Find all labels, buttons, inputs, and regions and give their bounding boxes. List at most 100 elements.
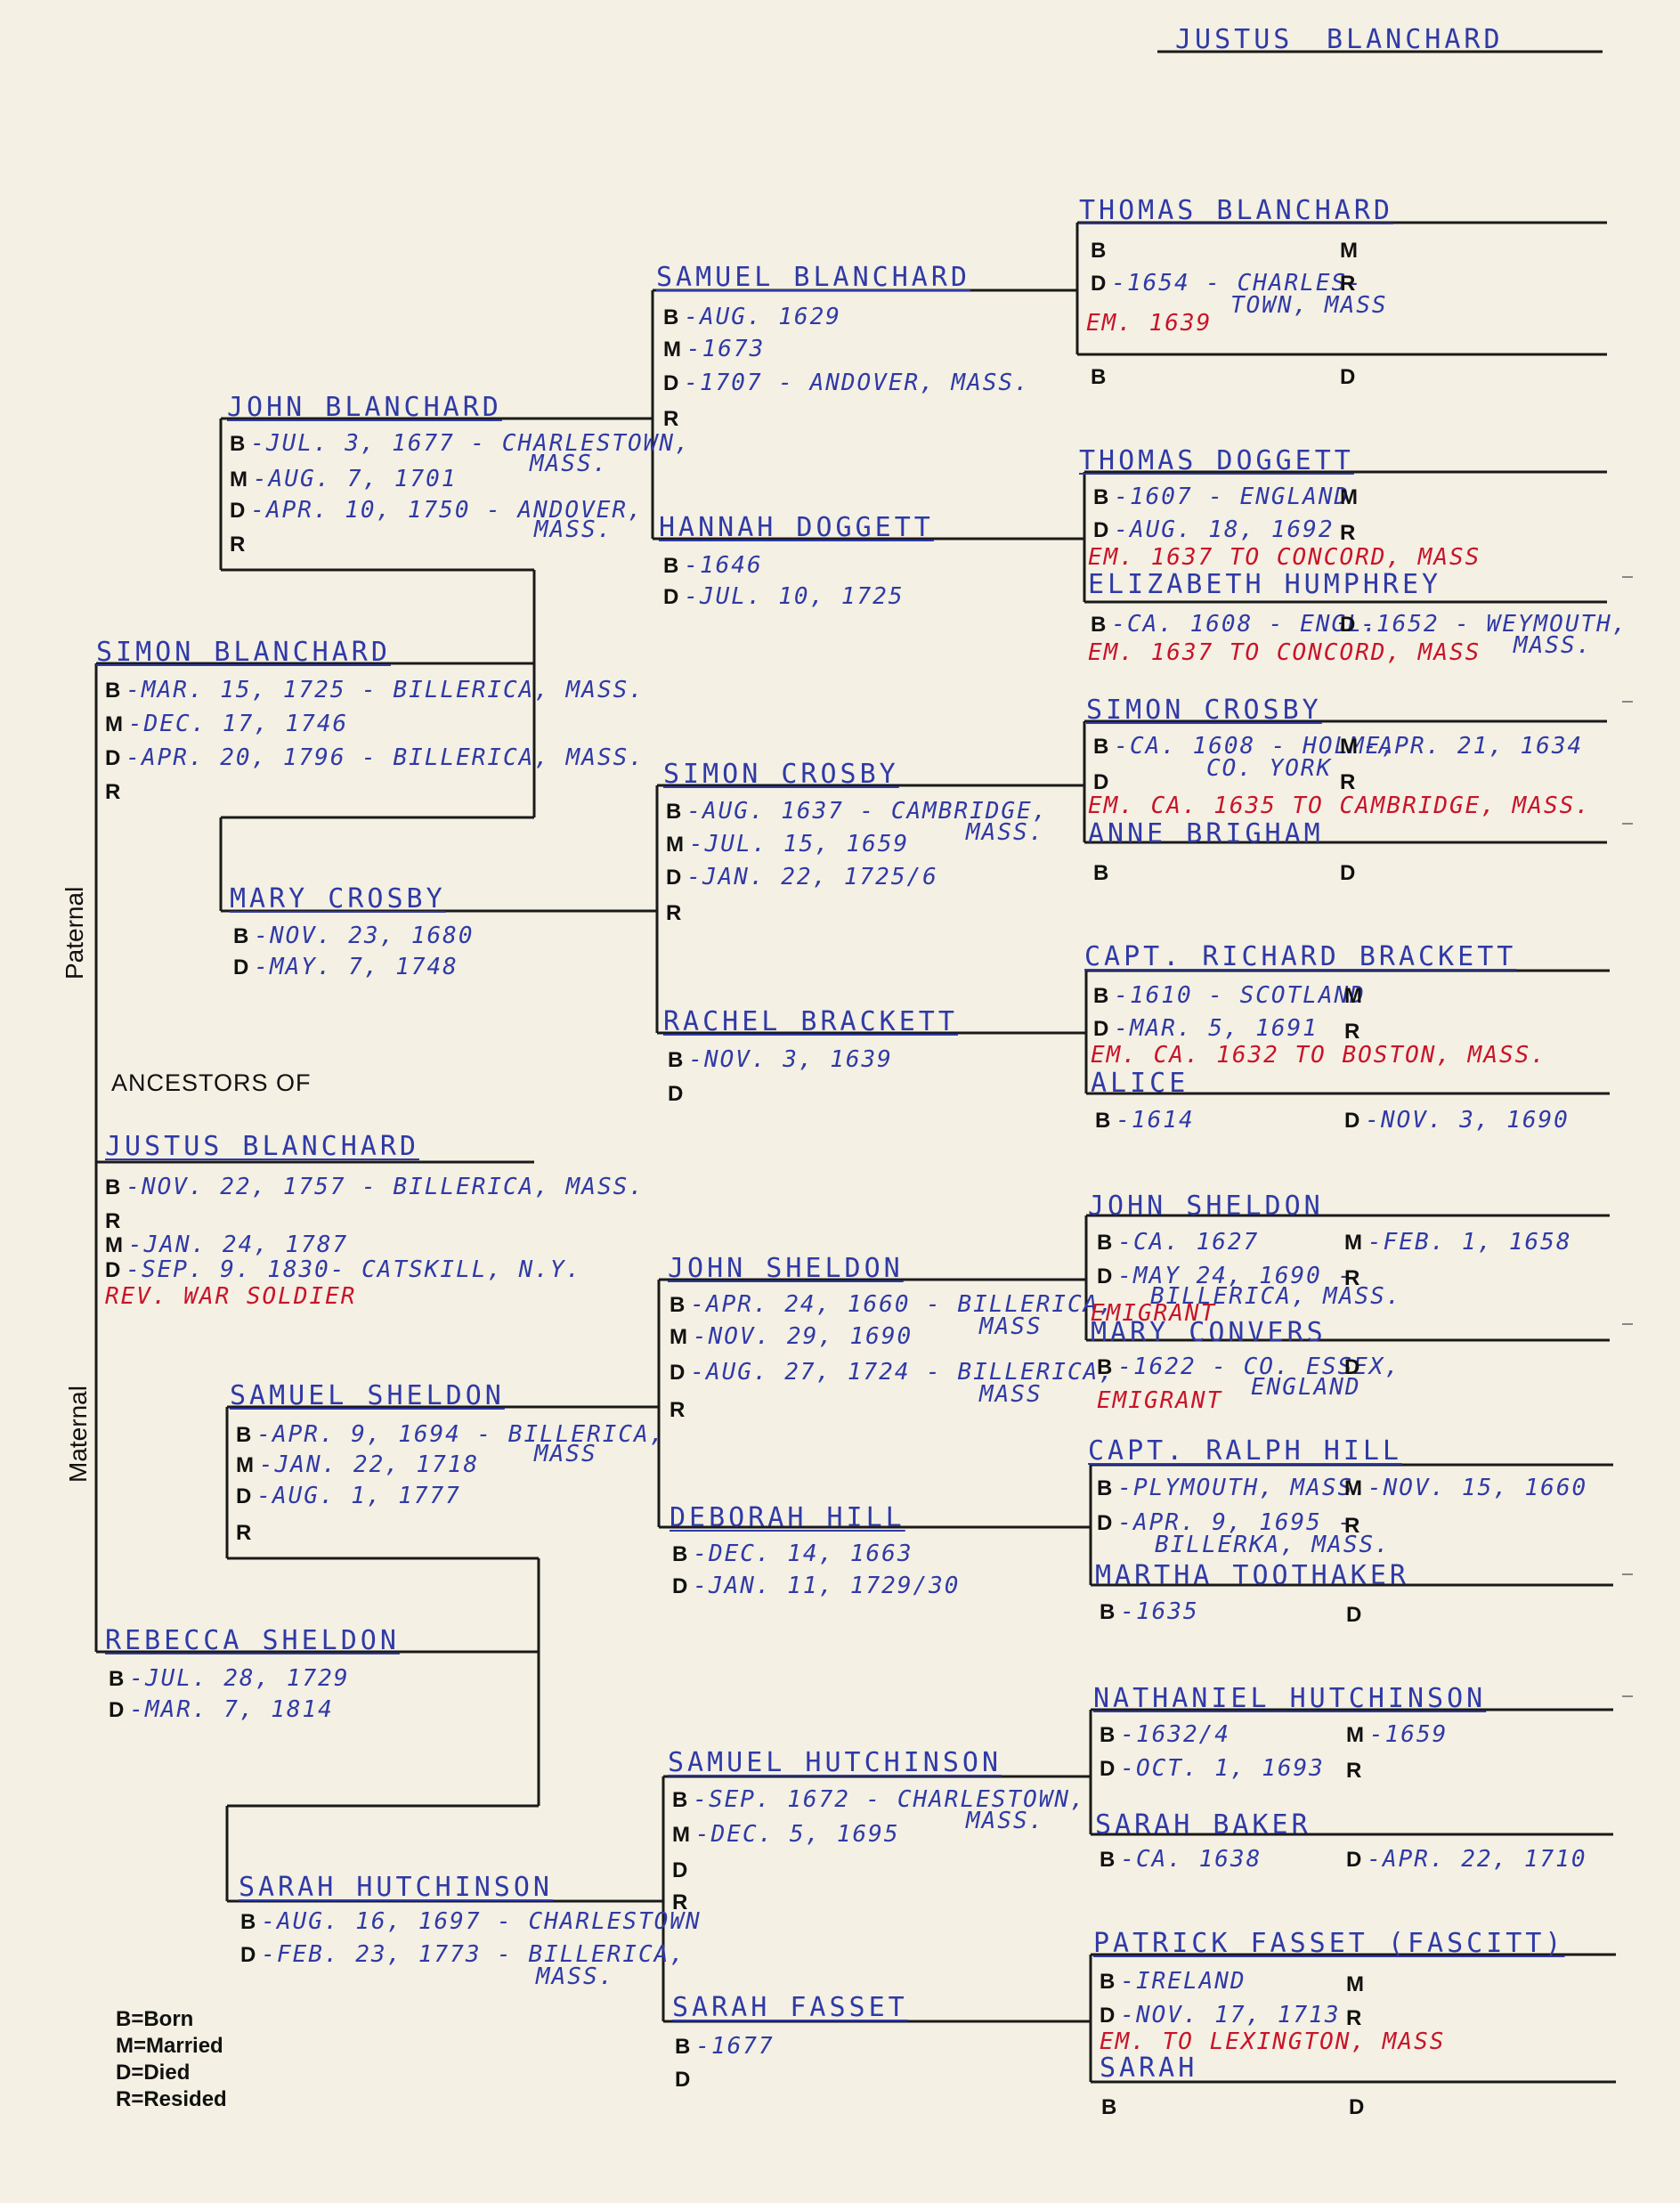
thomas-blanchard-wife-died: D [1340,365,1356,389]
elizabeth-humphrey-died: D-1652 - WEYMOUTH, [1340,611,1628,638]
samuel-blanchard-born: B-AUG. 1629 [663,304,841,330]
patrick-fasset-born: B-IRELAND [1100,1968,1246,1995]
sarah-baker-born: B-CA. 1638 [1100,1846,1262,1873]
richard-brackett-emigration: EM. CA. 1632 TO BOSTON, MASS. [1091,1042,1546,1069]
rebecca-sheldon-died: D-MAR. 7, 1814 [109,1696,334,1723]
sarah-fasset-died: D [675,2068,691,2092]
john-blanchard-died: D-APR. 10, 1750 - ANDOVER, [230,497,644,524]
rebecca-sheldon-name: REBECCA SHELDON [105,1625,400,1656]
patrick-fasset-died: D-NOV. 17, 1713 [1100,2002,1341,2028]
thomas-doggett-emigration: EM. 1637 TO CONCORD, MASS [1088,544,1481,571]
samuel-hutchinson-died: D [672,1858,688,1882]
simon-crosby-sr-resided: R [1340,770,1356,794]
hannah-doggett-name: HANNAH DOGGETT [659,512,934,543]
patrick-fasset-emigration: EM. TO LEXINGTON, MASS [1100,2028,1446,2055]
nathaniel-hutchinson-died: D-OCT. 1, 1693 [1100,1755,1325,1782]
thomas-doggett-died: D-AUG. 18, 1692 [1093,516,1335,543]
sarah-fasset-wife-died: D [1349,2095,1365,2119]
samuel-sheldon-name: SAMUEL SHELDON [230,1380,505,1411]
subject-born: B-NOV. 22, 1757 - BILLERICA, MASS. [105,1174,645,1200]
legend-married: M=Married [116,2034,223,2058]
mary-crosby-born: B-NOV. 23, 1680 [233,923,475,949]
simon-blanchard-resided: R [105,780,121,804]
mary-crosby-name: MARY CROSBY [230,883,446,915]
john-sheldon-sr-name: JOHN SHELDON [1088,1191,1324,1222]
mary-convers-born: B-1622 - CO. ESSEX, [1097,1354,1401,1380]
rebecca-sheldon-born: B-JUL. 28, 1729 [109,1665,350,1692]
simon-blanchard-died: D-APR. 20, 1796 - BILLERICA, MASS. [105,744,645,771]
subject-married: M-JAN. 24, 1787 [105,1232,349,1258]
subject-resided: R [105,1209,121,1233]
rachel-brackett-born: B-NOV. 3, 1639 [668,1046,893,1073]
thomas-doggett-born: B-1607 - ENGLAND [1093,484,1351,510]
john-blanchard-married: M-AUG. 7, 1701 [230,466,458,492]
john-blanchard-died-cont: MASS. [534,516,613,543]
alice-name: ALICE [1091,1068,1189,1099]
samuel-blanchard-name: SAMUEL BLANCHARD [656,262,970,293]
thomas-blanchard-emigration: EM. 1639 [1086,310,1213,337]
ralph-hill-died: D-APR. 9, 1695 - [1097,1509,1354,1536]
samuel-sheldon-resided: R [236,1521,252,1545]
legend-resided: R=Resided [116,2087,227,2111]
mary-crosby-died: D-MAY. 7, 1748 [233,954,459,980]
nathaniel-hutchinson-name: NATHANIEL HUTCHINSON [1093,1683,1487,1714]
elizabeth-humphrey-died-cont: MASS. [1514,632,1593,659]
elizabeth-humphrey-emigration: EM. 1637 TO CONCORD, MASS [1088,639,1481,666]
deborah-hill-name: DEBORAH HILL [670,1502,905,1533]
thomas-blanchard-name: THOMAS BLANCHARD [1079,195,1393,226]
patrick-fasset-resided: R [1346,2006,1362,2030]
thomas-blanchard-died: D-1654 - CHARLES- [1091,270,1363,297]
simon-crosby-resided: R [666,901,682,925]
thomas-blanchard-married: M [1340,239,1358,263]
samuel-blanchard-died: D-1707 - ANDOVER, MASS. [663,370,1030,396]
samuel-sheldon-born-cont: MASS [534,1441,597,1467]
samuel-hutchinson-married: M-DEC. 5, 1695 [672,1821,900,1848]
simon-crosby-name: SIMON CROSBY [663,759,899,790]
sarah-hutchinson-born: B-AUG. 16, 1697 - CHARLESTOWN [240,1908,702,1935]
john-sheldon-sr-born: B-CA. 1627 [1097,1229,1260,1256]
john-sheldon-sr-married: M-FEB. 1, 1658 [1344,1229,1572,1256]
john-sheldon-name: JOHN SHELDON [668,1253,904,1284]
mary-convers-name: MARY CONVERS [1091,1317,1327,1348]
simon-crosby-died: D-JAN. 22, 1725/6 [666,864,938,890]
anne-brigham-name: ANNE BRIGHAM [1088,818,1324,849]
simon-crosby-sr-born-cont: CO. YORK [1206,755,1333,782]
simon-crosby-sr-died: D [1093,770,1109,794]
thomas-blanchard-wife-born: B [1091,365,1107,389]
john-sheldon-born: B-APR. 24, 1660 - BILLERICA, [670,1291,1115,1318]
john-sheldon-married: M-NOV. 29, 1690 [670,1323,913,1350]
simon-blanchard-born: B-MAR. 15, 1725 - BILLERICA, MASS. [105,677,645,703]
nathaniel-hutchinson-married: M-1659 [1346,1721,1449,1748]
thomas-doggett-name: THOMAS DOGGETT [1079,445,1354,476]
ralph-hill-died-cont: BILLERKA, MASS. [1155,1532,1391,1558]
martha-toothaker-died: D [1346,1603,1362,1627]
samuel-sheldon-born: B-APR. 9, 1694 - BILLERICA, [236,1421,666,1448]
legend-died: D=Died [116,2061,191,2085]
simon-crosby-sr-name: SIMON CROSBY [1086,695,1322,726]
sarah-hutchinson-name: SARAH HUTCHINSON [239,1872,553,1903]
richard-brackett-name: CAPT. RICHARD BRACKETT [1084,941,1517,972]
samuel-hutchinson-resided: R [672,1890,688,1914]
alice-died: D-NOV. 3, 1690 [1344,1107,1570,1134]
john-sheldon-sr-emigration: EMIGRANT [1091,1300,1217,1327]
samuel-blanchard-resided: R [663,407,679,431]
rachel-brackett-name: RACHEL BRACKETT [663,1006,958,1037]
john-blanchard-born-cont: MASS. [530,451,609,477]
john-blanchard-resided: R [230,532,246,557]
hannah-doggett-born: B-1646 [663,552,763,579]
anne-brigham-born: B [1093,861,1109,885]
john-sheldon-born-cont: MASS [979,1313,1043,1340]
sarah-fasset-name: SARAH FASSET [672,1992,908,2023]
john-sheldon-resided: R [670,1398,686,1422]
richard-brackett-married: M [1344,984,1362,1008]
martha-toothaker-born: B-1635 [1100,1598,1199,1625]
elizabeth-humphrey-born: B-CA. 1608 - ENGL. [1091,611,1379,638]
richard-brackett-born: B-1610 - SCOTLAND [1093,982,1366,1009]
header-first-name: JUSTUS [1175,24,1294,55]
richard-brackett-resided: R [1344,1020,1360,1044]
simon-crosby-married: M-JUL. 15, 1659 [666,831,910,858]
samuel-sheldon-married: M-JAN. 22, 1718 [236,1451,480,1478]
john-sheldon-died: D-AUG. 27, 1724 - BILLERICA, [670,1359,1115,1386]
elizabeth-humphrey-name: ELIZABETH HUMPHREY [1088,569,1442,600]
